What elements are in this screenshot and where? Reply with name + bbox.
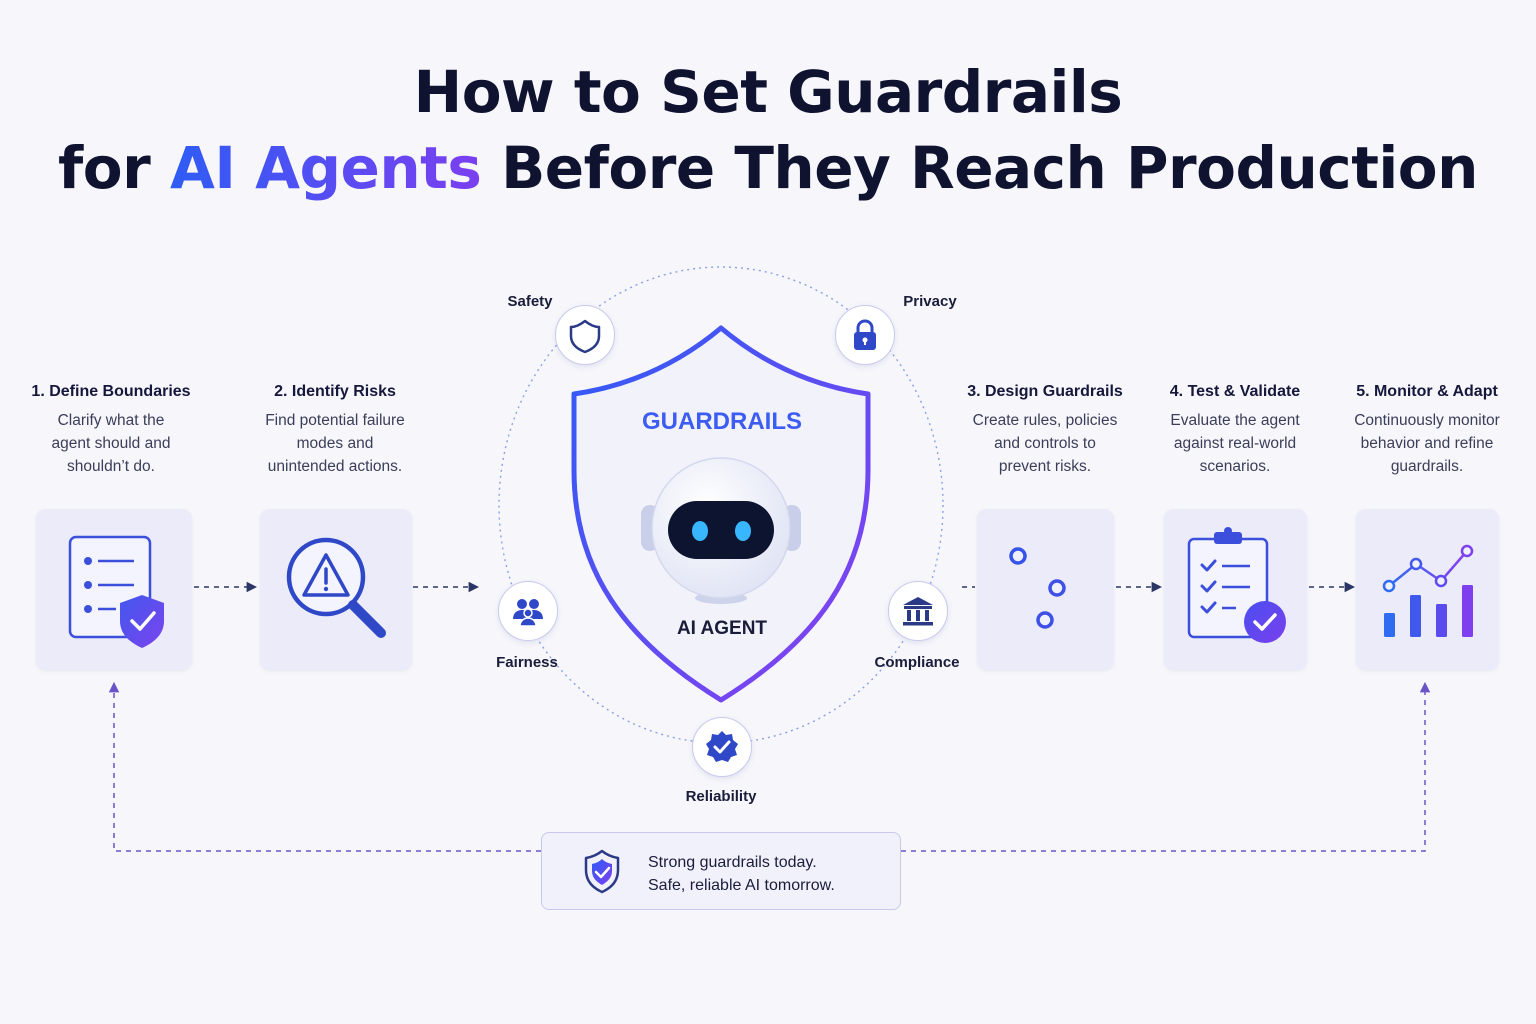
step-title: 1. Define Boundaries [31,383,191,400]
desc-line: Create rules, policies [972,412,1118,429]
pillar-reliability [692,717,752,777]
step-identify-risks: 2. Identify Risks Find potential failure… [240,383,430,478]
sliders-icon [1001,547,1089,629]
pillar-privacy [835,305,895,365]
desc-line: behavior and refine [1360,435,1494,452]
bank-icon [903,597,933,626]
step-test-validate: 4. Test & Validate Evaluate the agent ag… [1140,383,1330,478]
people-icon [513,599,543,627]
desc-line: unintended actions. [267,458,403,475]
step-desc: Find potential failure modes and uninten… [240,409,430,478]
step-desc: Create rules, policies and controls to p… [950,409,1140,478]
card-identify-risks [260,509,412,670]
desc-line: and controls to [994,435,1096,452]
page-title: How to Set Guardrails [413,58,1123,126]
subtitle-prefix: for [58,134,151,202]
step-desc: Continuously monitor behavior and refine… [1332,409,1522,478]
chart-trend-icon [1382,544,1474,637]
desc-line: Continuously monitor [1354,412,1500,429]
card-monitor-adapt [1356,509,1499,670]
pillar-label-fairness: Fairness [496,654,558,671]
desc-line: Find potential failure [265,412,405,429]
card-define-boundaries [36,509,192,670]
magnifier-warning-icon [286,537,386,638]
step-monitor-adapt: 5. Monitor & Adapt Continuously monitor … [1332,383,1522,478]
desc-line: shouldn’t do. [67,458,155,475]
pillar-label-privacy: Privacy [903,293,957,310]
card-design-guardrails [977,509,1114,670]
step-title: 5. Monitor & Adapt [1356,383,1498,400]
agent-label: AI AGENT [676,618,768,639]
step-design-guardrails: 3. Design Guardrails Create rules, polic… [950,383,1140,478]
pillar-fairness [498,581,558,641]
tagline-text: Strong guardrails today. Safe, reliable … [648,851,835,897]
desc-line: guardrails. [1390,458,1464,475]
tagline-line-2: Safe, reliable AI tomorrow. [648,877,835,894]
clipboard-check-icon [1187,527,1286,643]
step-desc: Evaluate the agent against real-world sc… [1140,409,1330,478]
tagline-callout: Strong guardrails today. Safe, reliable … [541,832,901,910]
step-title: 3. Design Guardrails [967,383,1123,400]
desc-line: against real-world [1173,435,1297,452]
step-title: 2. Identify Risks [274,383,396,400]
card-test-validate [1164,509,1307,670]
desc-line: prevent risks. [998,458,1092,475]
desc-line: Evaluate the agent [1170,412,1300,429]
shield-outline-icon [569,319,601,354]
subtitle-suffix: Before They Reach Production [501,134,1478,202]
desc-line: agent should and [51,435,171,452]
pillar-safety [555,305,615,365]
checklist-shield-icon [68,535,164,648]
pillar-label-safety: Safety [507,293,553,310]
subtitle-highlight: AI Agents [169,134,482,202]
feedback-loop-right [901,681,1431,852]
tagline-line-1: Strong guardrails today. [648,854,817,871]
pillar-label-compliance: Compliance [874,654,960,671]
badge-check-icon [706,731,738,762]
step-define-boundaries: 1. Define Boundaries Clarify what the ag… [16,383,206,478]
step-desc: Clarify what the agent should and should… [16,409,206,478]
desc-line: Clarify what the [57,412,165,429]
desc-line: scenarios. [1199,458,1271,475]
desc-line: modes and [296,435,374,452]
shield-label: GUARDRAILS [642,408,802,435]
pillar-label-reliability: Reliability [685,788,757,805]
page-subtitle: for AI Agents Before They Reach Producti… [0,134,1536,202]
shield-check-icon [584,849,620,894]
lock-icon [854,319,876,350]
step-title: 4. Test & Validate [1169,383,1301,400]
pillar-compliance [888,581,948,641]
feedback-loop-left [108,681,541,852]
